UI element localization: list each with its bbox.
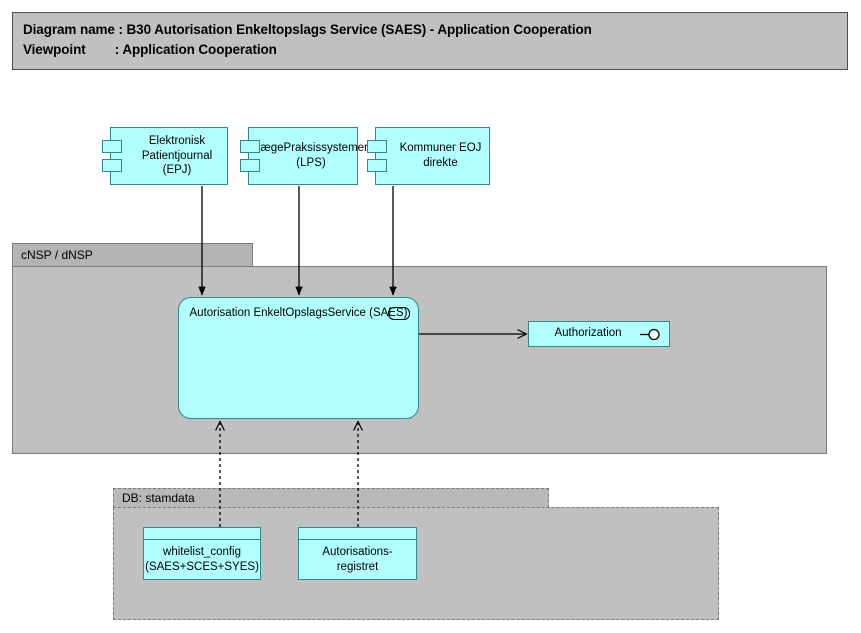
data-object-autorisationsregistret[interactable]: Autorisations-registret (298, 527, 417, 580)
application-service-saes[interactable]: Autorisation EnkeltOpslagsService (SAES) (178, 297, 419, 419)
data-object-autorisationsregistret-label: Autorisations-registret (322, 545, 393, 573)
application-component-kommuner-eoj[interactable]: Kommuner EOJ direkte (367, 127, 490, 185)
application-interface-icon (640, 328, 660, 341)
group-cnsp-dnsp-tab[interactable]: cNSP / dNSP (12, 243, 253, 267)
data-object-whitelist-config-label: whitelist_config (SAES+SCES+SYES) (145, 545, 259, 573)
data-object-icon (144, 528, 260, 540)
group-db-stamdata-tab[interactable]: DB: stamdata (113, 488, 549, 508)
application-service-saes-label: Autorisation EnkeltOpslagsService (SAES) (189, 307, 408, 319)
data-object-whitelist-config[interactable]: whitelist_config (SAES+SCES+SYES) (143, 527, 261, 580)
application-interface-authorization-label: Authorization (554, 327, 622, 339)
application-component-epj-label: Elektronisk Patientjournal (EPJ) (141, 134, 213, 177)
group-db-stamdata-label: DB: stamdata (122, 491, 195, 505)
application-component-icon (102, 140, 122, 153)
application-component-kommuner-eoj-label: Kommuner EOJ direkte (399, 142, 482, 169)
application-component-icon (367, 140, 387, 153)
application-service-icon (388, 307, 410, 320)
diagram-name-line: Diagram name : B30 Autorisation Enkeltop… (23, 22, 592, 37)
application-interface-authorization[interactable]: Authorization (528, 321, 670, 347)
group-cnsp-dnsp-label: cNSP / dNSP (21, 248, 93, 262)
application-component-lps[interactable]: LægePraksissystemer (LPS) (240, 127, 368, 185)
viewpoint-line: Viewpoint : Application Cooperation (23, 42, 277, 57)
group-cnsp-dnsp-body[interactable] (12, 266, 827, 454)
data-object-icon (299, 528, 416, 540)
application-component-epj[interactable]: Elektronisk Patientjournal (EPJ) (102, 127, 228, 185)
application-component-lps-label: LægePraksissystemer (LPS) (254, 142, 368, 169)
application-component-icon (102, 159, 122, 172)
application-component-icon (240, 159, 260, 172)
diagram-header-box: Diagram name : B30 Autorisation Enkeltop… (12, 12, 848, 70)
application-component-icon (240, 140, 260, 153)
application-component-icon (367, 159, 387, 172)
